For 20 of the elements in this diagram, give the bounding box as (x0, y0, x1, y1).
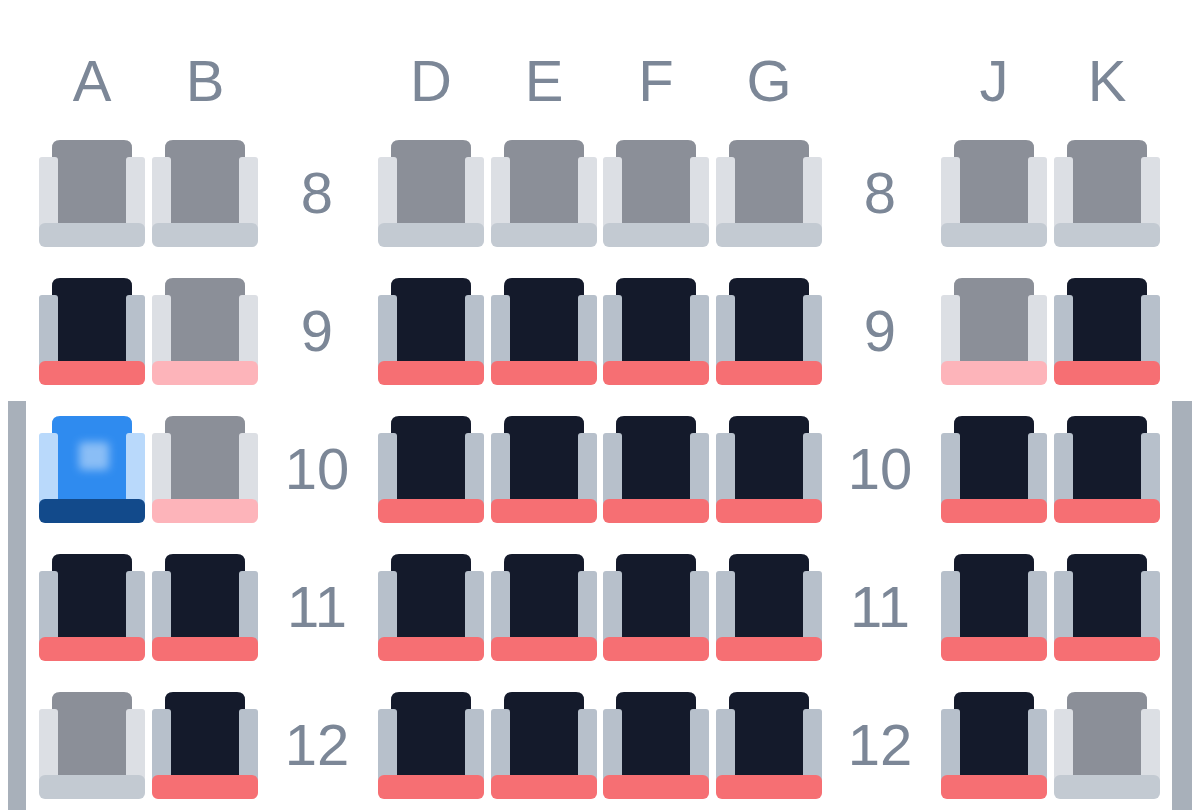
column-letter: E (524, 52, 564, 110)
row-number: 9 (300, 302, 334, 360)
row-number: 9 (863, 302, 897, 360)
row-number: 11 (849, 578, 911, 636)
vertical-bar (1172, 401, 1192, 810)
row-number: 8 (300, 164, 334, 222)
row-number: 12 (847, 716, 913, 774)
vertical-bar (8, 401, 26, 810)
column-letter: D (410, 52, 452, 110)
column-letter: K (1087, 52, 1127, 110)
row-number: 12 (284, 716, 350, 774)
column-letter: B (185, 52, 225, 110)
column-letter: F (638, 52, 674, 110)
column-letter: G (746, 52, 792, 110)
row-number: 10 (847, 440, 913, 498)
row-number: 11 (286, 578, 348, 636)
row-number: 10 (284, 440, 350, 498)
row-number: 8 (863, 164, 897, 222)
column-letter: A (72, 52, 112, 110)
column-letter: J (979, 52, 1009, 110)
